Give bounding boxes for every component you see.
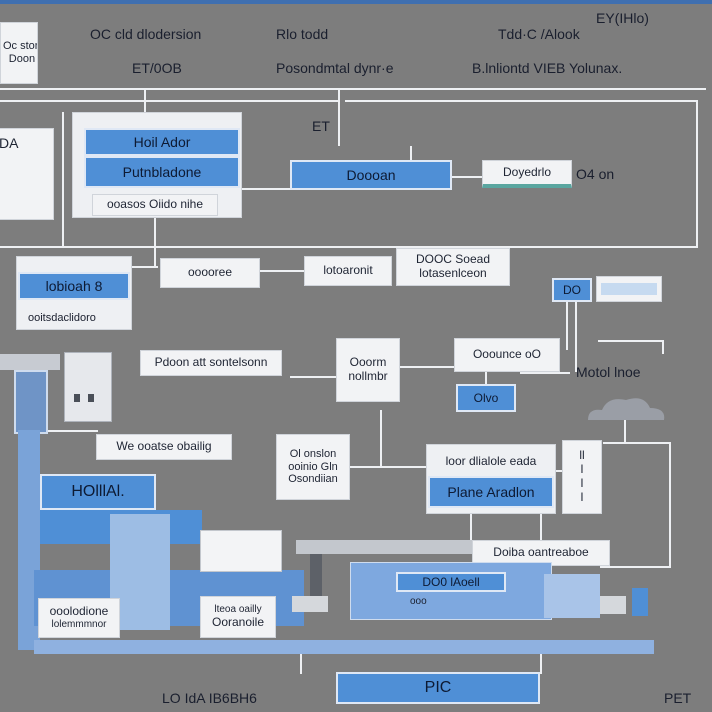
row5-left-sub: lolemmmnor — [51, 619, 107, 631]
footer-center-button[interactable]: PIC — [336, 672, 540, 704]
row4-vertical-box[interactable]: ll l l l — [562, 440, 602, 514]
footer-right-label: PET — [664, 690, 692, 706]
row1-marker: ET — [312, 118, 330, 134]
footer-left-label: LO IdA IB6BH6 — [162, 690, 257, 706]
header-left-box[interactable]: Oc ston Doon — [0, 22, 38, 84]
row3-center-box[interactable]: Ooorm nollmbr — [336, 338, 400, 402]
header-col3-subtitle: B.lnliontd VIEB Yolunax. — [472, 60, 623, 76]
row3-right-box[interactable]: Ooounce oO — [454, 338, 560, 372]
stack-mid-button[interactable]: Putnbladone — [84, 156, 240, 188]
row5-left-box[interactable]: ooolodione lolemmmnor — [38, 598, 120, 638]
right-status-label: O4 on — [576, 166, 615, 182]
header-corner-label: EY(IHlo) — [596, 10, 649, 26]
header-col2-subtitle: Posondmtal dynr·e — [276, 60, 394, 76]
left-module-sub: ooitsdaclidoro — [28, 312, 96, 324]
cloud-icon — [588, 398, 665, 420]
center-box-2[interactable]: DOOC Soead lotasenlceon — [396, 248, 510, 286]
row4-bar-label: Doiba oantreaboe — [472, 540, 610, 566]
row5-left-title: ooolodione — [49, 604, 109, 619]
stack-top-button[interactable]: Hoil Ador — [84, 128, 240, 156]
right-status-box[interactable]: Doyedrlo — [482, 160, 572, 188]
left-edge-panel[interactable]: DA — [0, 128, 54, 220]
window-top-strip — [0, 0, 712, 4]
row5-mid-title: lteoa oailly — [214, 604, 262, 616]
stack-bottom-label: ooasos Oiido nihe — [92, 194, 218, 216]
row5-mid-value: Ooranoile — [211, 614, 265, 629]
header-col2-title: Rlo todd — [276, 26, 329, 42]
row4-center-box[interactable]: Ol onslon ooinio Gln Osondiian — [276, 434, 350, 500]
row3-label-box[interactable]: Pdoon att sontelsonn — [140, 350, 282, 376]
machine-sub-label: ooo — [410, 596, 427, 607]
row5-mid-box[interactable]: lteoa oailly Ooranoile — [200, 596, 276, 638]
row3-right-label: Motol lnoe — [576, 364, 641, 380]
row3-status-box[interactable]: We ooatse obailig — [96, 434, 232, 460]
right-blue-chip[interactable]: DO — [552, 278, 592, 302]
header-col1-title: OC cld dlodersion — [90, 26, 202, 42]
row4-right-blue-button[interactable]: Plane Aradlon — [428, 476, 554, 508]
right-input-field[interactable] — [596, 276, 662, 302]
machine-main-label[interactable]: HOlllAl. — [40, 474, 156, 510]
center-process-button[interactable]: Doooan — [290, 160, 452, 190]
header-col3-title: Tdd·C /Alook — [498, 26, 580, 42]
row3-blue-button[interactable]: Olvo — [456, 384, 516, 412]
center-box-1[interactable]: lotoaronit — [304, 256, 392, 286]
mid-box[interactable]: ooooree — [160, 258, 260, 288]
header-col1-subtitle: ET/0OB — [132, 60, 182, 76]
left-module-button[interactable]: lobioah 8 — [18, 272, 130, 300]
machine-blue-label[interactable]: DO0 lAoell — [396, 572, 506, 592]
